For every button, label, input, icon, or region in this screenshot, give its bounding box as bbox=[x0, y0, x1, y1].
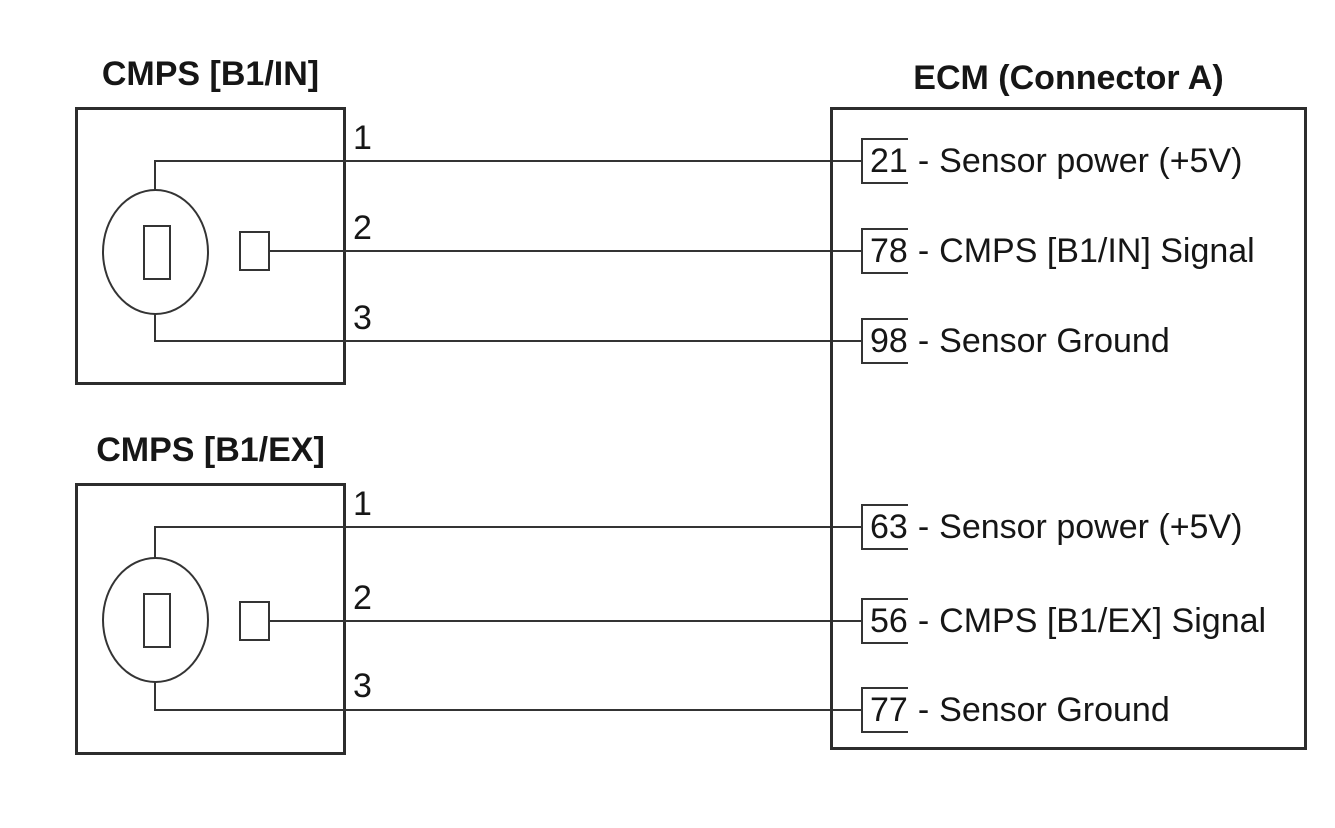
sensor1-pin2-number: 2 bbox=[353, 209, 372, 247]
terminal-description: Sensor Ground bbox=[939, 690, 1170, 729]
ecm-terminal-98: 98 - Sensor Ground bbox=[861, 318, 1170, 364]
ecm-terminal-63: 63 - Sensor power (+5V) bbox=[861, 504, 1242, 550]
sensor1-pin3-number: 3 bbox=[353, 299, 372, 337]
terminal-description: Sensor power (+5V) bbox=[939, 507, 1243, 546]
wire-s2-pin3-horizontal bbox=[154, 709, 862, 711]
ecm-title: ECM (Connector A) bbox=[913, 59, 1224, 97]
terminal-bracket-icon: 77 bbox=[861, 687, 908, 733]
sensor1-pin1-number: 1 bbox=[353, 119, 372, 157]
terminal-bracket-icon: 21 bbox=[861, 138, 908, 184]
terminal-bracket-icon: 78 bbox=[861, 228, 908, 274]
wire-s1-pin1-vertical bbox=[154, 160, 156, 190]
terminal-bracket-icon: 98 bbox=[861, 318, 908, 364]
wire-s1-pin3-horizontal bbox=[154, 340, 862, 342]
wire-s1-pin1-horizontal bbox=[154, 160, 862, 162]
terminal-separator: - bbox=[917, 231, 930, 270]
terminal-pin-number: 78 bbox=[870, 231, 908, 270]
ecm-connector-box bbox=[830, 107, 1307, 750]
sensor2-element-rect bbox=[143, 593, 171, 648]
terminal-pin-number: 63 bbox=[870, 507, 908, 546]
sensor1-connector-box bbox=[75, 107, 346, 385]
sensor2-title: CMPS [B1/EX] bbox=[96, 431, 325, 469]
terminal-pin-number: 77 bbox=[870, 690, 908, 729]
terminal-pin-number: 98 bbox=[870, 321, 908, 360]
wire-s1-pin3-vertical bbox=[154, 313, 156, 342]
terminal-separator: - bbox=[917, 507, 930, 546]
sensor2-pin2-number: 2 bbox=[353, 579, 372, 617]
terminal-description: Sensor Ground bbox=[939, 321, 1170, 360]
terminal-separator: - bbox=[917, 601, 930, 640]
terminal-bracket-icon: 63 bbox=[861, 504, 908, 550]
sensor2-pin3-number: 3 bbox=[353, 667, 372, 705]
sensor2-connector-box bbox=[75, 483, 346, 755]
sensor1-element-rect bbox=[143, 225, 171, 280]
wire-s1-pin2-horizontal bbox=[270, 250, 862, 252]
sensor1-output-pad bbox=[239, 231, 270, 271]
terminal-separator: - bbox=[917, 321, 930, 360]
ecm-terminal-56: 56 - CMPS [B1/EX] Signal bbox=[861, 598, 1266, 644]
wire-s2-pin2-horizontal bbox=[270, 620, 862, 622]
sensor2-pin1-number: 1 bbox=[353, 485, 372, 523]
terminal-pin-number: 21 bbox=[870, 141, 908, 180]
sensor1-title: CMPS [B1/IN] bbox=[101, 55, 320, 93]
wire-s2-pin1-horizontal bbox=[154, 526, 862, 528]
terminal-pin-number: 56 bbox=[870, 601, 908, 640]
ecm-terminal-21: 21 - Sensor power (+5V) bbox=[861, 138, 1242, 184]
terminal-description: CMPS [B1/EX] Signal bbox=[939, 601, 1267, 640]
ecm-terminal-77: 77 - Sensor Ground bbox=[861, 687, 1170, 733]
terminal-separator: - bbox=[917, 141, 930, 180]
sensor2-output-pad bbox=[239, 601, 270, 641]
terminal-description: Sensor power (+5V) bbox=[939, 141, 1243, 180]
terminal-bracket-icon: 56 bbox=[861, 598, 908, 644]
terminal-description: CMPS [B1/IN] Signal bbox=[939, 231, 1255, 270]
terminal-separator: - bbox=[917, 690, 930, 729]
ecm-terminal-78: 78 - CMPS [B1/IN] Signal bbox=[861, 228, 1255, 274]
wire-s2-pin3-vertical bbox=[154, 681, 156, 711]
wire-s2-pin1-vertical bbox=[154, 526, 156, 558]
